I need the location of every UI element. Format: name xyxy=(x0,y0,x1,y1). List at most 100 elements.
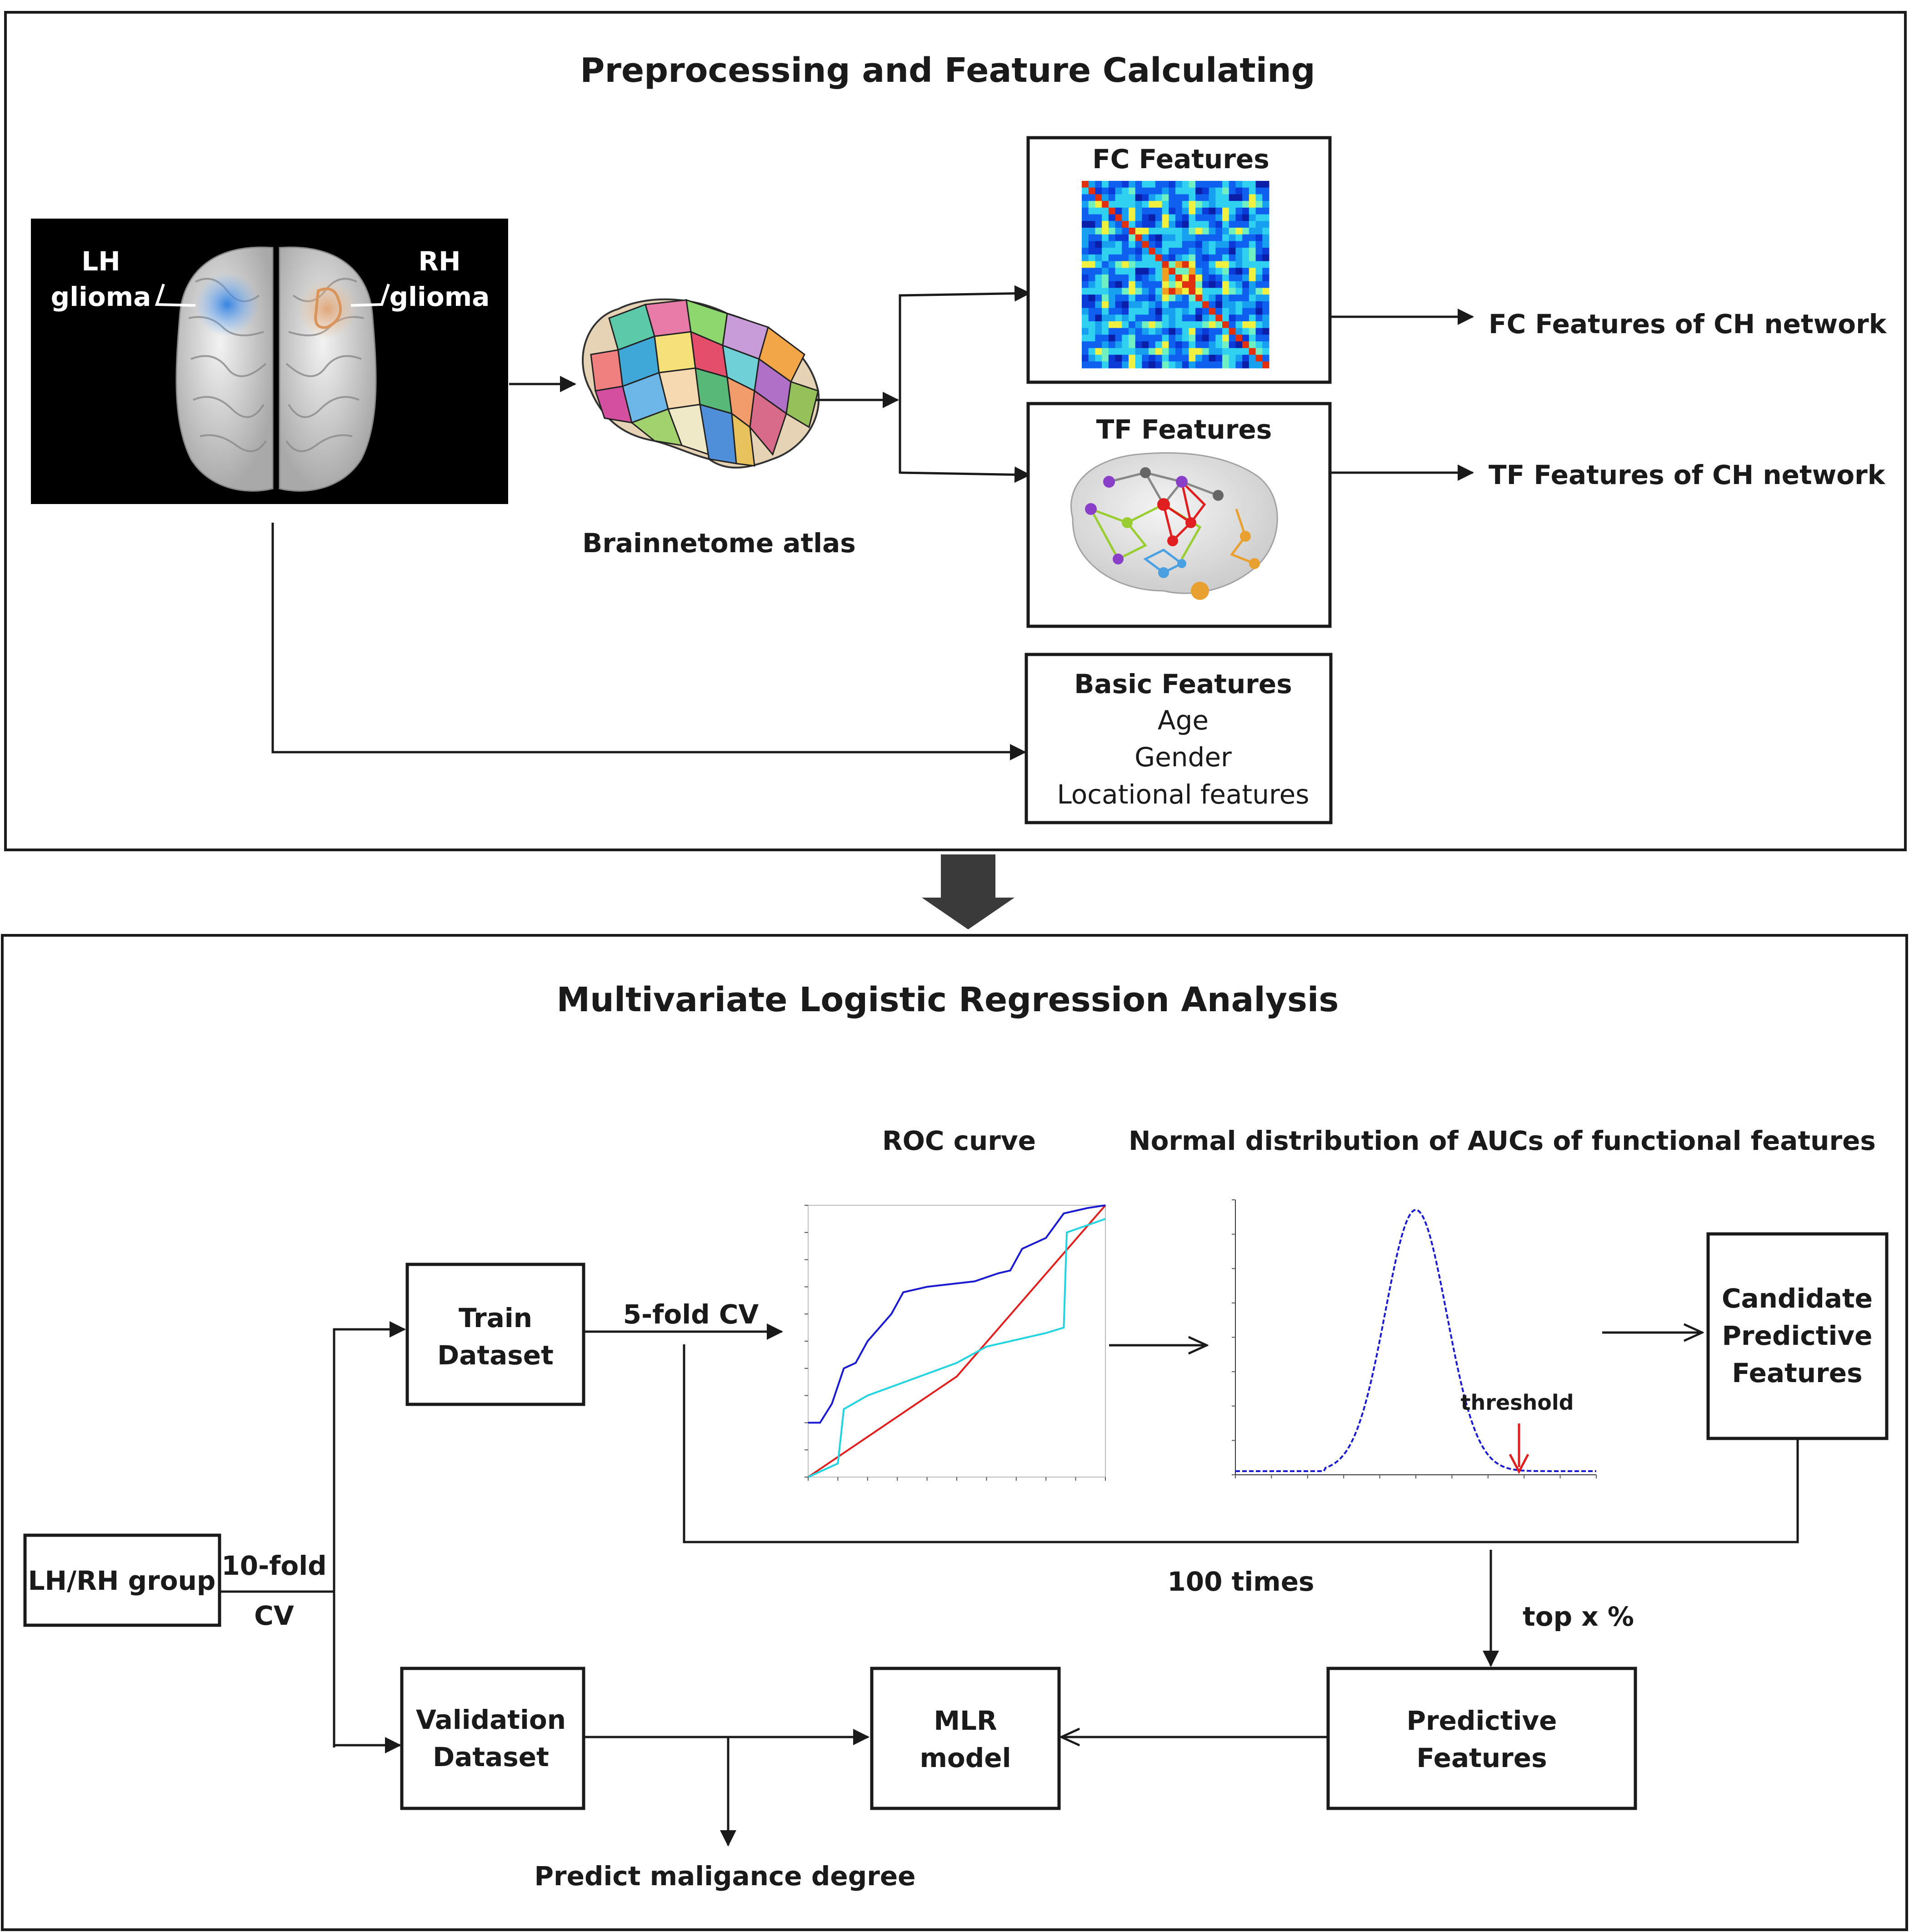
fc-matrix-cell xyxy=(1242,181,1249,188)
fc-matrix-cell xyxy=(1215,181,1223,188)
fc-matrix-cell xyxy=(1129,334,1136,342)
fc-matrix-cell xyxy=(1249,228,1256,235)
fc-matrix-cell xyxy=(1202,261,1209,268)
fc-matrix-cell xyxy=(1102,214,1109,221)
fc-matrix-cell xyxy=(1142,341,1149,349)
fc-matrix-cell xyxy=(1162,301,1169,309)
fc-matrix-cell xyxy=(1102,261,1109,268)
fc-matrix-cell xyxy=(1155,321,1163,329)
fc-matrix-cell xyxy=(1255,234,1263,241)
fc-matrix-cell xyxy=(1262,228,1269,235)
fc-matrix-cell xyxy=(1169,254,1176,262)
fc-matrix-cell xyxy=(1262,221,1269,228)
fc-matrix-cell xyxy=(1102,201,1109,208)
fc-matrix-cell xyxy=(1235,214,1243,221)
fc-matrix-cell xyxy=(1222,308,1229,315)
fc-matrix-cell xyxy=(1202,341,1209,349)
predictive-line-2: Features xyxy=(1416,1742,1547,1773)
fc-matrix-cell xyxy=(1129,295,1136,302)
fc-matrix-cell xyxy=(1222,288,1229,295)
fc-matrix-cell xyxy=(1169,268,1176,275)
fc-matrix-cell xyxy=(1095,341,1102,349)
fc-matrix-cell xyxy=(1255,261,1263,268)
fc-matrix-cell xyxy=(1182,268,1189,275)
fc-matrix-cell xyxy=(1142,201,1149,208)
fc-matrix-cell xyxy=(1229,214,1236,221)
fc-matrix-cell xyxy=(1175,315,1183,322)
fc-matrix-cell xyxy=(1162,341,1169,349)
fc-matrix-cell xyxy=(1135,254,1142,262)
fc-matrix-cell xyxy=(1209,281,1216,288)
fc-matrix-cell xyxy=(1222,201,1229,208)
fc-matrix-cell xyxy=(1129,301,1136,309)
fc-matrix-cell xyxy=(1082,207,1089,215)
fc-matrix-cell xyxy=(1195,354,1203,362)
fc-matrix-cell xyxy=(1122,268,1129,275)
fc-matrix-cell xyxy=(1195,308,1203,315)
fc-matrix-cell xyxy=(1135,288,1142,295)
fc-matrix-cell xyxy=(1095,268,1102,275)
fc-matrix-cell xyxy=(1082,275,1089,282)
fc-matrix-cell xyxy=(1222,254,1229,262)
fc-matrix-cell xyxy=(1102,241,1109,248)
fc-matrix-cell xyxy=(1129,207,1136,215)
fc-matrix-cell xyxy=(1169,214,1176,221)
fc-matrix-cell xyxy=(1102,268,1109,275)
fc-matrix-cell xyxy=(1102,234,1109,241)
fc-matrix-cell xyxy=(1229,281,1236,288)
fc-matrix-cell xyxy=(1195,301,1203,309)
fc-matrix-cell xyxy=(1262,354,1269,362)
fc-matrix-cell xyxy=(1222,181,1229,188)
fc-matrix-cell xyxy=(1149,334,1156,342)
fc-matrix-cell xyxy=(1155,328,1163,335)
fc-matrix-cell xyxy=(1202,234,1209,241)
fc-matrix-cell xyxy=(1195,321,1203,329)
train-box-line-2: Dataset xyxy=(437,1340,554,1371)
fc-matrix-cell xyxy=(1115,295,1122,302)
fc-matrix-cell xyxy=(1102,228,1109,235)
fc-matrix-cell xyxy=(1235,275,1243,282)
fc-matrix-cell xyxy=(1095,187,1102,195)
fc-matrix-image xyxy=(1082,181,1269,369)
fc-matrix-cell xyxy=(1169,288,1176,295)
fc-matrix-cell xyxy=(1195,234,1203,241)
fc-matrix-cell xyxy=(1202,301,1209,309)
fc-matrix-cell xyxy=(1182,354,1189,362)
fc-matrix-cell xyxy=(1222,361,1229,369)
fc-matrix-cell xyxy=(1235,181,1243,188)
fc-matrix-cell xyxy=(1142,295,1149,302)
fc-matrix-cell xyxy=(1108,241,1116,248)
fc-matrix-cell xyxy=(1242,321,1249,329)
fc-matrix-cell xyxy=(1222,281,1229,288)
fc-matrix-cell xyxy=(1102,334,1109,342)
fc-matrix-cell xyxy=(1162,201,1169,208)
fc-matrix-cell xyxy=(1202,194,1209,201)
fc-matrix-cell xyxy=(1255,275,1263,282)
fc-matrix-cell xyxy=(1115,201,1122,208)
fc-matrix-cell xyxy=(1142,214,1149,221)
fc-matrix-cell xyxy=(1195,221,1203,228)
fc-matrix-cell xyxy=(1249,201,1256,208)
fc-matrix-cell xyxy=(1082,261,1089,268)
fc-matrix-cell xyxy=(1182,288,1189,295)
fc-matrix-cell xyxy=(1209,315,1216,322)
fc-matrix-cell xyxy=(1108,275,1116,282)
fc-matrix-cell xyxy=(1082,248,1089,255)
fc-matrix-cell xyxy=(1222,241,1229,248)
fc-matrix-cell xyxy=(1189,328,1196,335)
fc-matrix-cell xyxy=(1249,301,1256,309)
fc-matrix-cell xyxy=(1082,187,1089,195)
bottom-panel-frame xyxy=(1,934,1908,1931)
fc-matrix-cell xyxy=(1175,261,1183,268)
fc-matrix-cell xyxy=(1182,254,1189,262)
fc-matrix-cell xyxy=(1209,201,1216,208)
tf-network-image xyxy=(1070,452,1278,600)
fc-matrix-cell xyxy=(1082,288,1089,295)
fc-matrix-cell xyxy=(1235,194,1243,201)
fc-matrix-cell xyxy=(1095,301,1102,309)
fc-matrix-cell xyxy=(1202,315,1209,322)
fc-matrix-cell xyxy=(1169,308,1176,315)
fc-matrix-cell xyxy=(1242,315,1249,322)
arrow-to-fc-box xyxy=(899,285,1031,474)
fc-matrix-cell xyxy=(1115,214,1122,221)
